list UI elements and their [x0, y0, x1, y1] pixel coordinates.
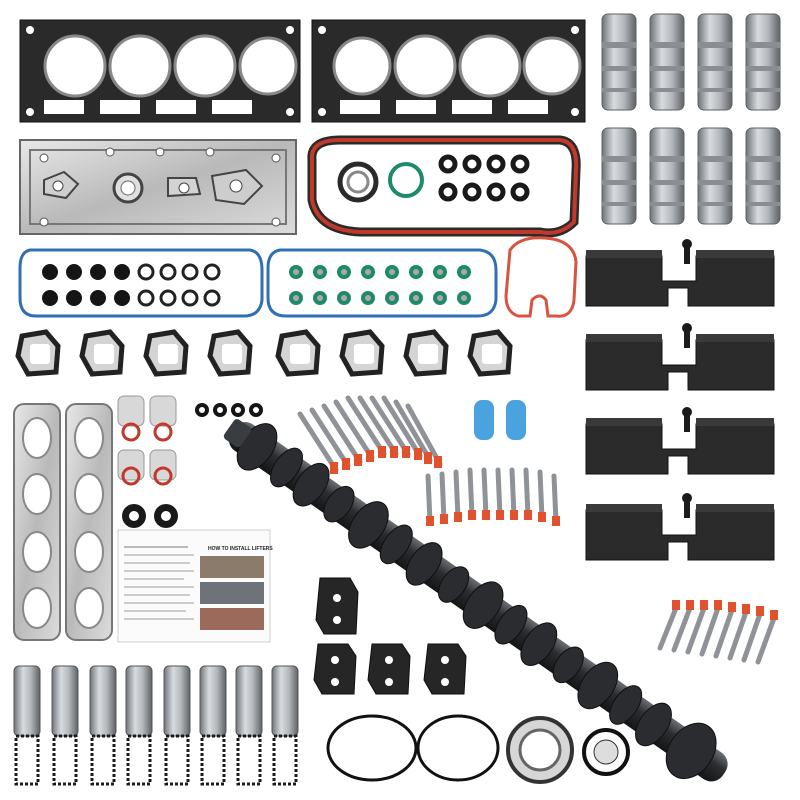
lifter-with-spring — [235, 665, 263, 786]
instruction-heading: HOW TO INSTALL LIFTERS — [208, 546, 273, 552]
lifter-guide — [585, 503, 775, 561]
head-gasket-left — [19, 19, 301, 123]
lifter — [745, 127, 781, 225]
lifter-with-spring — [125, 665, 153, 786]
camshaft — [223, 419, 728, 782]
cover-plates — [313, 577, 467, 695]
lifters-bottom-group — [13, 665, 299, 786]
lifter — [649, 13, 685, 111]
lifter-with-spring — [13, 665, 41, 786]
lifter-with-spring — [89, 665, 117, 786]
lifter — [649, 127, 685, 225]
valve-stem-seal-set — [266, 248, 498, 318]
guide-bolts-set — [657, 600, 778, 665]
lifter — [697, 127, 733, 225]
exhaust-gasket-left — [13, 403, 61, 641]
instruction-sheet: HOW TO INSTALL LIFTERS — [117, 529, 273, 643]
lifters-top-group — [601, 13, 781, 225]
cover-plate-holes — [331, 594, 449, 686]
lifter-guide — [585, 417, 775, 475]
head-bolts-set — [297, 395, 443, 474]
blue-caps — [474, 400, 526, 440]
lifter-with-spring — [163, 665, 191, 786]
small-seal-gaskets — [117, 395, 178, 528]
lifter — [601, 127, 637, 225]
bottom-seals — [326, 714, 630, 784]
lifter-with-spring — [51, 665, 79, 786]
oring-set-left — [18, 248, 264, 318]
lifter-with-spring — [199, 665, 227, 786]
lifter — [745, 13, 781, 111]
lifter-guides-group — [585, 239, 775, 561]
front-cover-gasket — [307, 135, 581, 238]
small-orings-row — [195, 403, 263, 417]
head-gasket-right — [311, 19, 586, 123]
lifter-guide — [585, 249, 775, 307]
intake-gasket-ports — [30, 344, 502, 364]
lifter — [601, 13, 637, 111]
short-bolts-set — [425, 467, 560, 526]
lifter — [697, 13, 733, 111]
oil-pickup-gasket — [504, 236, 578, 318]
valley-gasket — [19, 139, 297, 235]
lifter-with-spring — [271, 665, 299, 786]
exhaust-gasket-right — [65, 403, 113, 641]
lifter-guide — [585, 333, 775, 391]
